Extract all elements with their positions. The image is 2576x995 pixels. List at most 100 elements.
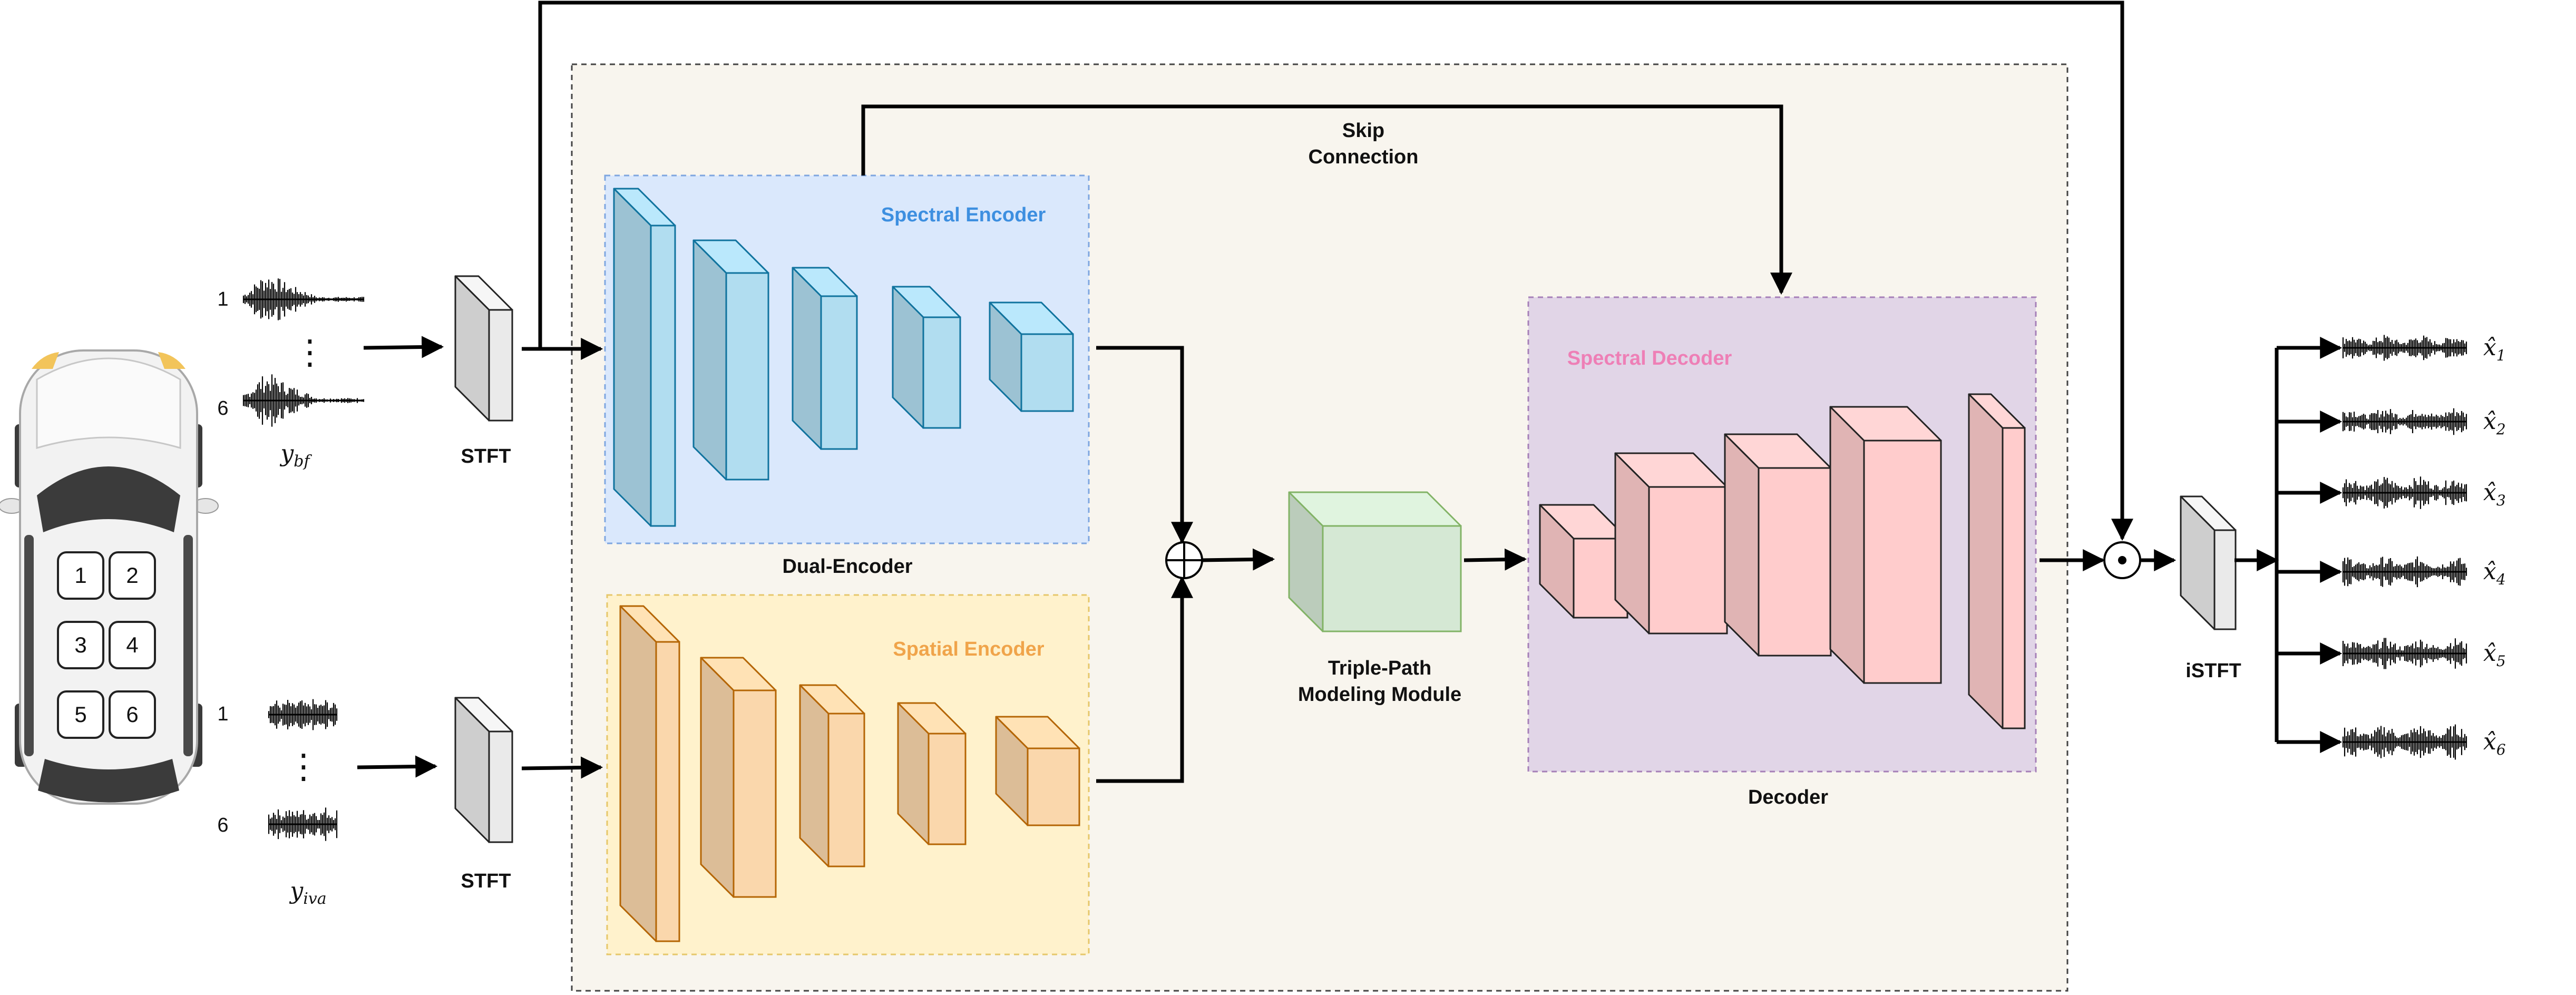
seat-box [57, 621, 104, 669]
input-top-variable: ybf [279, 440, 312, 471]
triple-path-modeling-block [1288, 491, 1462, 632]
output-label-sub: 3 [2496, 492, 2506, 509]
car-headlight [158, 352, 186, 369]
spectral-encoder-block [792, 267, 858, 450]
seat-box [57, 551, 104, 600]
arrow-tpm-to-decoder [1463, 548, 1527, 571]
arrow-spectral-to-plus [1096, 346, 1193, 544]
input-top-var-sub: bf [294, 452, 312, 471]
output-label-main: x̂ [2483, 479, 2496, 506]
multiply-operator [2103, 541, 2141, 579]
output-label-main: x̂ [2483, 408, 2496, 435]
istft-block [2180, 495, 2237, 630]
spatial-encoder-block [619, 605, 680, 942]
decoder-block [1539, 504, 1628, 619]
arrow-spatial-to-plus [1096, 575, 1193, 783]
stft-top-label: STFT [461, 445, 511, 467]
output-label-sub: 4 [2496, 571, 2506, 588]
spatial-encoder-title: Spatial Encoder [893, 638, 1044, 660]
input-top-var-main: y [279, 440, 294, 467]
output-label-sub: 1 [2496, 347, 2506, 364]
bottom-channel-vdots: ⋮ [287, 747, 320, 786]
output-label-sub: 2 [2496, 421, 2506, 438]
skip-connection-label-line1: Skip [1342, 120, 1384, 142]
car-hood [36, 357, 181, 450]
top-channel-first: 1 [217, 288, 228, 310]
spatial-encoder-block [799, 684, 865, 867]
output-label: x̂3 [2483, 479, 2506, 509]
plus-operator [1165, 541, 1203, 579]
seat-5: 5 [57, 690, 104, 739]
stft-top-block [454, 275, 513, 422]
output-labels: x̂1x̂2x̂3x̂4x̂5x̂6 [2483, 334, 2506, 758]
bottom-channel-last: 6 [217, 814, 228, 836]
spectral-encoder-title: Spectral Encoder [881, 204, 1046, 226]
output-label-sub: 5 [2496, 652, 2506, 670]
decoder-label: Decoder [1748, 786, 1828, 808]
seat-box [109, 690, 156, 739]
istft-label: iSTFT [2185, 660, 2241, 682]
output-label-main: x̂ [2483, 728, 2496, 755]
decoder-block [1614, 452, 1728, 635]
car-illustration: 1 2 3 4 5 6 [0, 349, 219, 805]
spectral-decoder-title: Spectral Decoder [1567, 347, 1732, 369]
spectral-encoder-block [989, 301, 1074, 412]
dual-encoder-label: Dual-Encoder [782, 555, 912, 578]
tpm-label-line1: Triple-Path [1328, 657, 1431, 679]
arrow-bottom-input-to-stft [357, 755, 438, 778]
arrow-stft-to-spatial-encoder [521, 756, 603, 779]
spatial-encoder-block [897, 702, 967, 845]
seat-2: 2 [109, 551, 156, 600]
seat-number: 3 [74, 632, 86, 657]
seat-box [109, 551, 156, 600]
seat-number: 6 [126, 702, 138, 727]
decoder-block [1724, 433, 1832, 657]
stft-bottom-block [454, 697, 513, 843]
top-channel-last: 6 [217, 397, 228, 420]
seat-3: 3 [57, 621, 104, 669]
seat-number: 2 [126, 563, 138, 588]
output-label-main: x̂ [2483, 558, 2496, 585]
car-seats: 1 2 3 4 5 6 [57, 551, 156, 739]
decoder-blocks [1539, 393, 2026, 729]
output-label: x̂5 [2483, 640, 2506, 670]
tpm-block-shape [1288, 491, 1462, 632]
output-label: x̂6 [2483, 728, 2506, 758]
spectral-encoder-block [692, 239, 769, 481]
waveforms [242, 278, 2467, 841]
decoder-block [1968, 393, 2026, 729]
seat-number: 1 [74, 563, 86, 588]
spectral-encoder-blocks [613, 188, 1074, 527]
tpm-label-line2: Modeling Module [1298, 684, 1461, 706]
seat-6: 6 [109, 690, 156, 739]
seat-number: 4 [126, 632, 138, 657]
bottom-channel-first: 1 [217, 703, 228, 725]
connectors [357, 1, 2279, 783]
spectral-encoder-block [892, 286, 961, 429]
stft-bottom-label: STFT [461, 870, 511, 892]
spatial-encoder-blocks [619, 605, 1080, 942]
output-branches [2277, 337, 2343, 753]
top-channel-vdots: ⋮ [293, 333, 327, 372]
spatial-encoder-block [995, 716, 1080, 826]
arrow-plus-to-tpm [1201, 548, 1275, 571]
output-label-main: x̂ [2483, 640, 2496, 667]
input-bottom-variable: yiva [289, 877, 326, 908]
car-windshield [37, 466, 180, 532]
car-rear-window [38, 759, 179, 803]
output-label: x̂1 [2483, 334, 2506, 364]
car-side-window [24, 535, 34, 756]
spatial-encoder-block [700, 657, 777, 898]
output-label: x̂2 [2483, 408, 2506, 438]
decoder-block [1829, 406, 1942, 684]
seat-number: 5 [74, 702, 86, 727]
skip-connection-label-line2: Connection [1309, 146, 1419, 168]
seat-box [57, 690, 104, 739]
output-label: x̂4 [2483, 558, 2506, 588]
seat-4: 4 [109, 621, 156, 669]
output-label-main: x̂ [2483, 334, 2496, 361]
input-bottom-var-main: y [289, 877, 304, 904]
car-side-window [183, 535, 193, 756]
output-label-sub: 6 [2496, 741, 2506, 758]
